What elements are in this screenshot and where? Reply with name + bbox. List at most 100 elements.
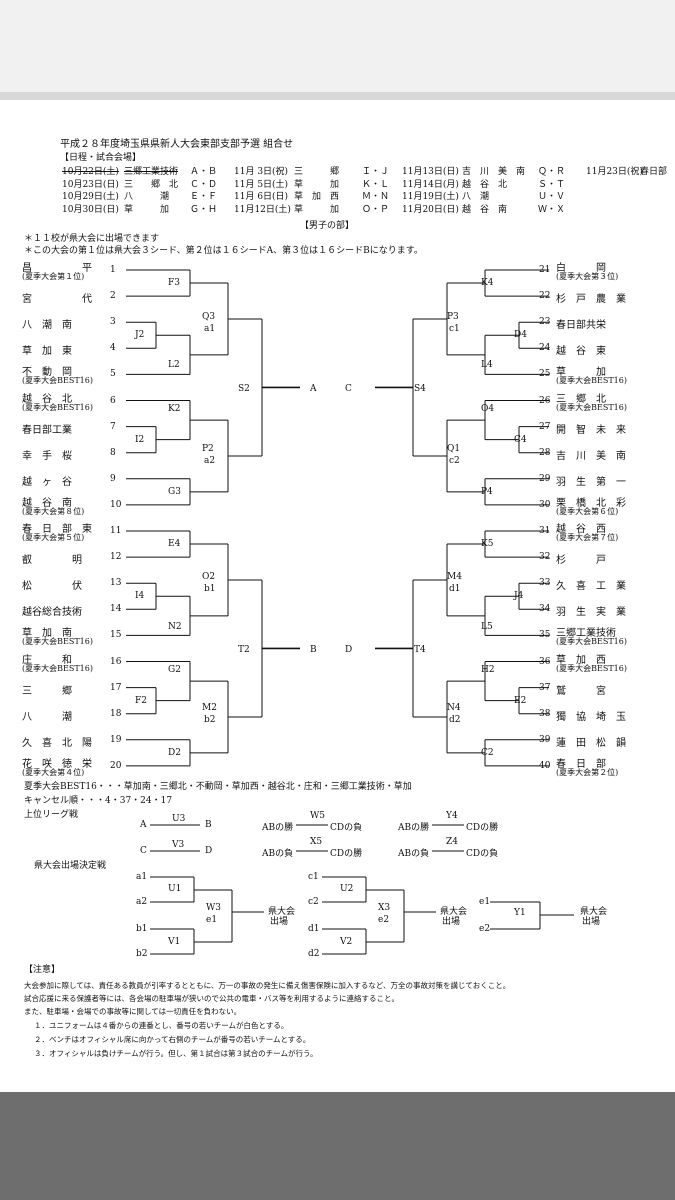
schedule-cell: Ｍ・Ｎ — [362, 192, 390, 202]
team-note: (夏季大会第１位) — [22, 272, 85, 281]
team-name: 叡 明 — [22, 555, 82, 567]
bracket-label-c: C — [345, 384, 352, 395]
team-note: (夏季大会BEST16) — [22, 376, 93, 386]
team-name: 春 日 部 — [556, 758, 606, 770]
bracket-label-f3: F3 — [168, 278, 180, 289]
team-number: 4 — [110, 343, 116, 354]
schedule-cell: 三 郷 北 — [124, 179, 179, 190]
team-name: 三郷工業技術 — [556, 628, 616, 640]
schedule-cell: Ｋ・Ｌ — [362, 179, 390, 190]
schedule-cell: Ｃ・Ｄ — [190, 179, 218, 190]
team-note: (夏季大会BEST16) — [22, 663, 93, 673]
bracket-label-d2: D2 — [168, 747, 181, 758]
schedule-heading: 【日程・試合会場】 — [60, 153, 142, 163]
team-name: 蓮 田 松 韻 — [556, 737, 626, 749]
schedule-cell: 11月 6日(日) — [234, 192, 289, 202]
qual-label: U1 — [168, 884, 182, 894]
team-name: 草 加 東 — [22, 346, 72, 358]
upper-league-heading: 上位リーグ戦 — [24, 810, 79, 820]
bracket-label-b1: b1 — [204, 584, 216, 595]
team-name: 鷲 宮 — [556, 685, 606, 697]
schedule-cell: 草 加 — [124, 204, 170, 215]
team-name: 杉 戸 — [556, 555, 606, 567]
team-name: 獨 協 埼 玉 — [556, 711, 626, 723]
team-number: 11 — [110, 526, 122, 536]
qual-label: d2 — [308, 949, 320, 959]
viewer-bottom-bar — [0, 1092, 675, 1200]
caution-heading: 【注意】 — [24, 965, 61, 975]
bracket-label-a2: a2 — [204, 455, 216, 466]
schedule-cell: 草 加 西 — [294, 192, 340, 202]
team-name: 久 喜 工 業 — [556, 581, 626, 593]
team-number: 14 — [110, 604, 122, 615]
bracket-label-e4: E4 — [168, 539, 181, 550]
schedule-cell: 八 潮 — [462, 192, 490, 202]
bracket-label-a1: a1 — [204, 324, 216, 335]
bracket-label-t2: T2 — [238, 645, 250, 656]
qual-label: d1 — [308, 924, 320, 934]
team-note: (夏季大会第３位) — [556, 272, 619, 281]
team-note: (夏季大会BEST16) — [22, 637, 93, 647]
league-label: ABの負 — [262, 849, 294, 859]
team-name: 昌 平 — [22, 263, 92, 274]
bracket-label-a: A — [310, 384, 317, 395]
viewer-top-bar — [0, 0, 675, 100]
team-note: (夏季大会第６位) — [556, 506, 619, 516]
team-note: (夏季大会第７位) — [556, 533, 619, 542]
schedule-cell: 11月19日(土) — [402, 192, 459, 202]
team-number: 13 — [110, 578, 122, 589]
bracket-label-c2: C2 — [481, 747, 494, 758]
team-name: 越 谷 北 — [22, 393, 72, 405]
qual-label: W3 — [206, 903, 221, 913]
league-label: CDの負 — [330, 823, 363, 833]
bracket-label-g2: G2 — [168, 664, 181, 675]
schedule-cell: Ｇ・Ｈ — [190, 204, 218, 215]
schedule-cell: 11月23日(祝) — [586, 167, 643, 177]
league-label: CDの負 — [466, 849, 499, 859]
team-name: 春 日 部 東 — [22, 524, 92, 535]
schedule-cell: 11月12日(土) — [234, 204, 291, 215]
schedule-cell: 11月14日(月) — [402, 179, 459, 190]
team-number: 18 — [110, 708, 122, 719]
team-note: (夏季大会BEST16) — [556, 376, 627, 386]
bracket-label-p4: P4 — [481, 486, 493, 497]
team-number: 19 — [110, 734, 122, 745]
team-note: (夏季大会第２位) — [556, 767, 619, 777]
team-name: 開 智 未 来 — [556, 424, 626, 436]
bracket-label-d1: d1 — [449, 584, 461, 595]
caution-item: 試合応援に来る保護者等には、各会場の駐車場が狭いので公共の電車・バス等を利用する… — [24, 994, 399, 1003]
schedule-cell: Ｏ・Ｐ — [362, 204, 390, 215]
bracket-label-t4: T4 — [414, 645, 426, 656]
team-name: 草 加 — [556, 367, 606, 379]
team-number: 6 — [110, 395, 116, 406]
bracket-label-f2: F2 — [135, 695, 147, 706]
qual-label: 出場 — [270, 917, 289, 927]
team-name: 草 加 南 — [22, 628, 72, 640]
league-label: ABの勝 — [398, 823, 430, 833]
bracket-label-g3: G3 — [168, 486, 181, 497]
bracket-label-q3: Q3 — [202, 312, 216, 323]
bracket-label-j4: J4 — [514, 591, 524, 602]
bracket-lines — [126, 269, 574, 955]
qual-label: 出場 — [582, 917, 601, 927]
league-label: CDの勝 — [330, 849, 363, 859]
qual-label: V2 — [340, 937, 353, 947]
league-label: X5 — [310, 837, 323, 847]
qual-label: V1 — [168, 937, 181, 947]
caution-item: ２．ベンチはオフィシャル席に向かって右側のチームが番号の若いチームとする。 — [34, 1035, 311, 1044]
bracket-label-l4: L4 — [481, 360, 493, 371]
bracket-label-d2: d2 — [449, 714, 461, 725]
team-name: 松 伏 — [22, 581, 82, 593]
schedule-cell: 越 谷 北 — [462, 179, 508, 190]
schedule-cell: Ｓ・Ｔ — [538, 179, 566, 190]
team-name: 不 動 岡 — [22, 367, 72, 379]
team-note: (夏季大会BEST16) — [556, 402, 627, 412]
team-name: 幸 手 桜 — [22, 450, 72, 462]
league-label: Z4 — [446, 837, 458, 847]
bracket-label-m4: M4 — [447, 572, 462, 583]
team-number: 5 — [110, 369, 116, 380]
team-name: 羽 生 第 一 — [556, 476, 626, 488]
bracket-label-q1: Q1 — [447, 443, 461, 454]
team-name: 草 加 西 — [556, 654, 606, 666]
qual-label: 県大会 — [268, 907, 296, 917]
